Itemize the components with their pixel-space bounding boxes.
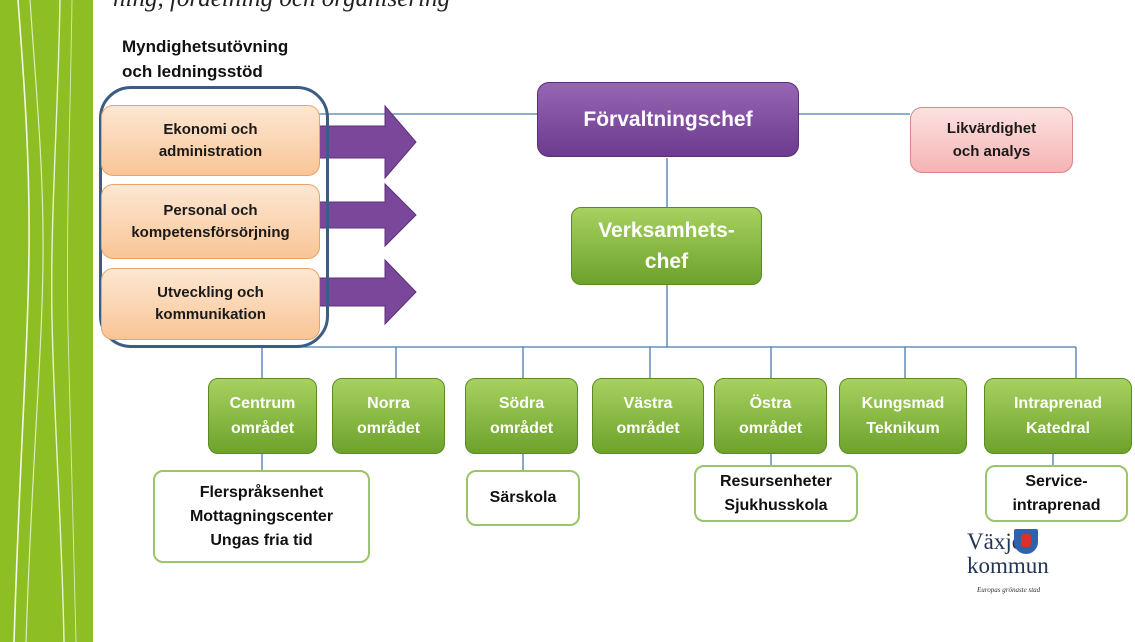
sub-unit-box: Flerspråksenhet Mottagningscenter Ungas … — [153, 470, 370, 563]
area-box: Västra området — [592, 378, 704, 454]
area-box: Södra området — [465, 378, 578, 454]
area-box: Centrum området — [208, 378, 317, 454]
unit-economy-administration: Ekonomi och administration — [101, 105, 320, 176]
side-unit-box: Likvärdighet och analys — [910, 107, 1073, 173]
top-chief-box: Förvaltningschef — [537, 82, 799, 157]
coat-of-arms-icon — [1014, 529, 1038, 554]
unit-development-communication: Utveckling och kommunikation — [101, 268, 320, 340]
sub-unit-box: Service- intraprenad — [985, 465, 1128, 522]
area-box: Östra området — [714, 378, 827, 454]
logo-word-bottom: kommun — [967, 553, 1049, 578]
logo-tagline: Europas grönaste stad — [977, 586, 1041, 594]
sub-unit-box: Särskola — [466, 470, 580, 526]
support-group-frame — [99, 86, 329, 348]
group-title: Myndighetsutövning och ledningsstöd — [122, 37, 289, 81]
logo-word-top: Växjö — [967, 529, 1024, 554]
arrow-icon — [317, 182, 417, 248]
area-box: Intraprenad Katedral — [984, 378, 1132, 454]
operations-chief-box: Verksamhets- chef — [571, 207, 762, 285]
unit-personnel-competence: Personal och kompetensförsörjning — [101, 184, 320, 259]
area-box: Kungsmad Teknikum — [839, 378, 967, 454]
arrow-icon — [317, 258, 417, 326]
sub-unit-box: Resursenheter Sjukhusskola — [694, 465, 858, 522]
area-box: Norra området — [332, 378, 445, 454]
page-title-cut: ning, fördelning och organisering — [93, 0, 713, 30]
arrow-shapes — [317, 104, 417, 326]
decorative-stripe — [0, 0, 93, 642]
vaxjo-kommun-logo: Växjö kommun Europas grönaste stad — [967, 528, 1077, 600]
arrow-icon — [317, 104, 417, 180]
